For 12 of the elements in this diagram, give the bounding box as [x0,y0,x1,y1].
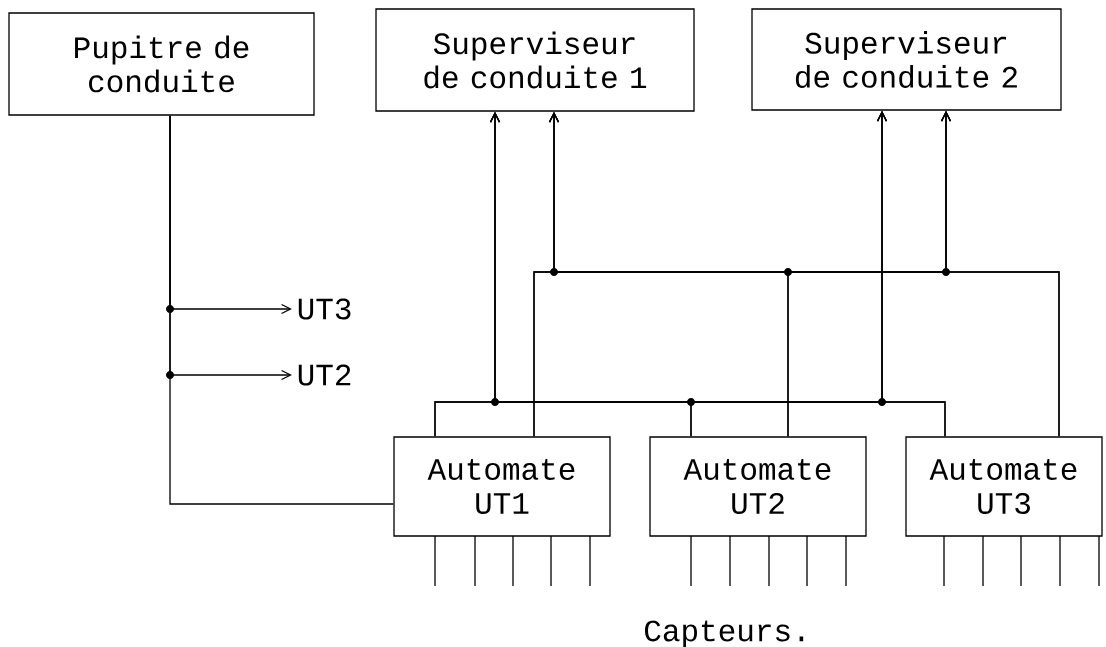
caption-label: Capteurs. [645,620,804,647]
connector [169,115,292,381]
process-box: Automate UT3 [905,436,1103,537]
connector [940,110,1060,437]
process-box: Superviseur de conduite 2 [751,8,1062,111]
connector [876,110,946,437]
process-box: Automate UT2 [649,436,867,537]
target-label: UT3 [298,298,351,320]
process-box: Superviseur de conduite 1 [375,8,695,112]
process-box: Automate UT1 [393,436,611,537]
process-box: Pupitre de conduite [8,12,315,116]
target-label: UT2 [298,364,351,386]
